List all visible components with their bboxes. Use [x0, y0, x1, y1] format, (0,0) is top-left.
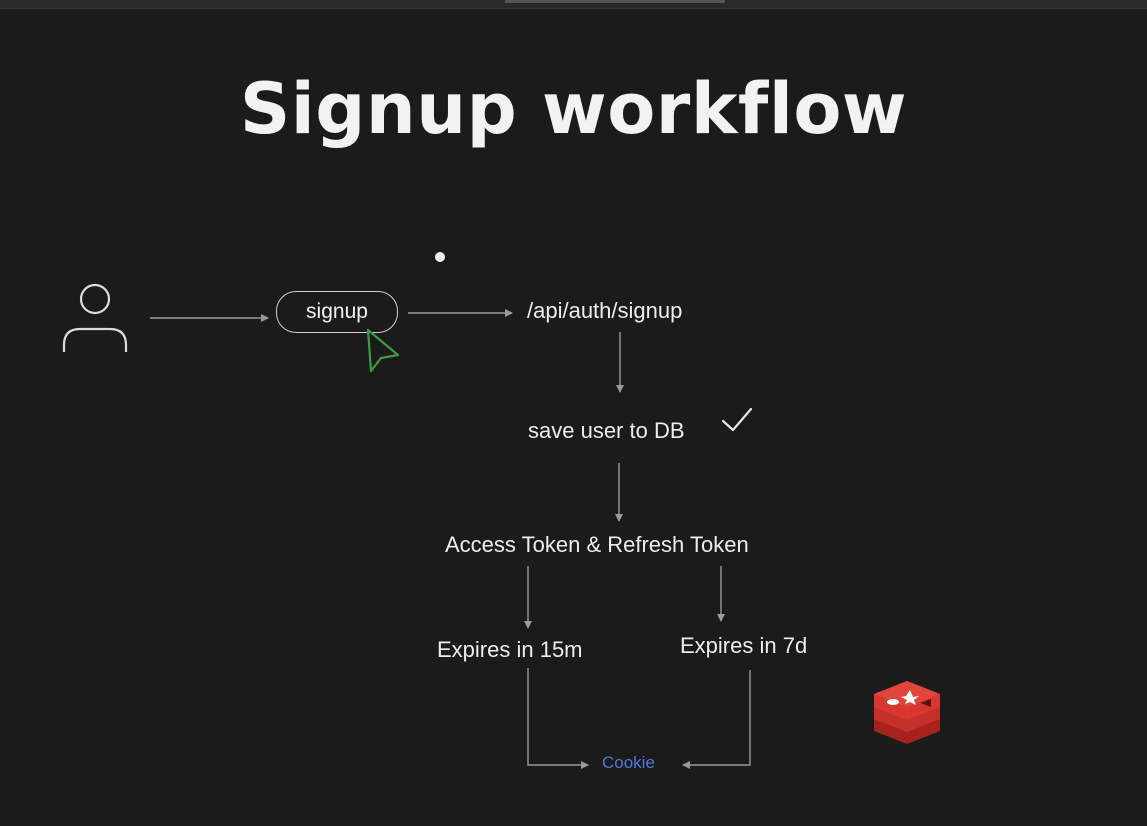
redis-logo-icon [874, 681, 940, 744]
access-expiry-label: Expires in 15m [437, 637, 583, 662]
tokens-label: Access Token & Refresh Token [445, 532, 749, 557]
user-icon [62, 283, 128, 352]
signup-button[interactable]: signup [276, 291, 398, 333]
diagram-title: Signup workflow [239, 68, 908, 150]
save-user-label: save user to DB [528, 418, 685, 443]
endpoint-label: /api/auth/signup [527, 298, 683, 323]
checkmark-icon [721, 407, 753, 432]
mouse-pointer-icon [366, 328, 400, 373]
tab-indicator [505, 0, 725, 3]
window-top-bar [0, 0, 1147, 9]
refresh-expiry-label: Expires in 7d [680, 633, 808, 658]
pointer-dot [435, 252, 445, 262]
cookie-label: Cookie [602, 753, 655, 772]
arrow-refresh-expiry-to-cookie [682, 670, 751, 769]
arrow-access-expiry-to-cookie [527, 668, 589, 769]
